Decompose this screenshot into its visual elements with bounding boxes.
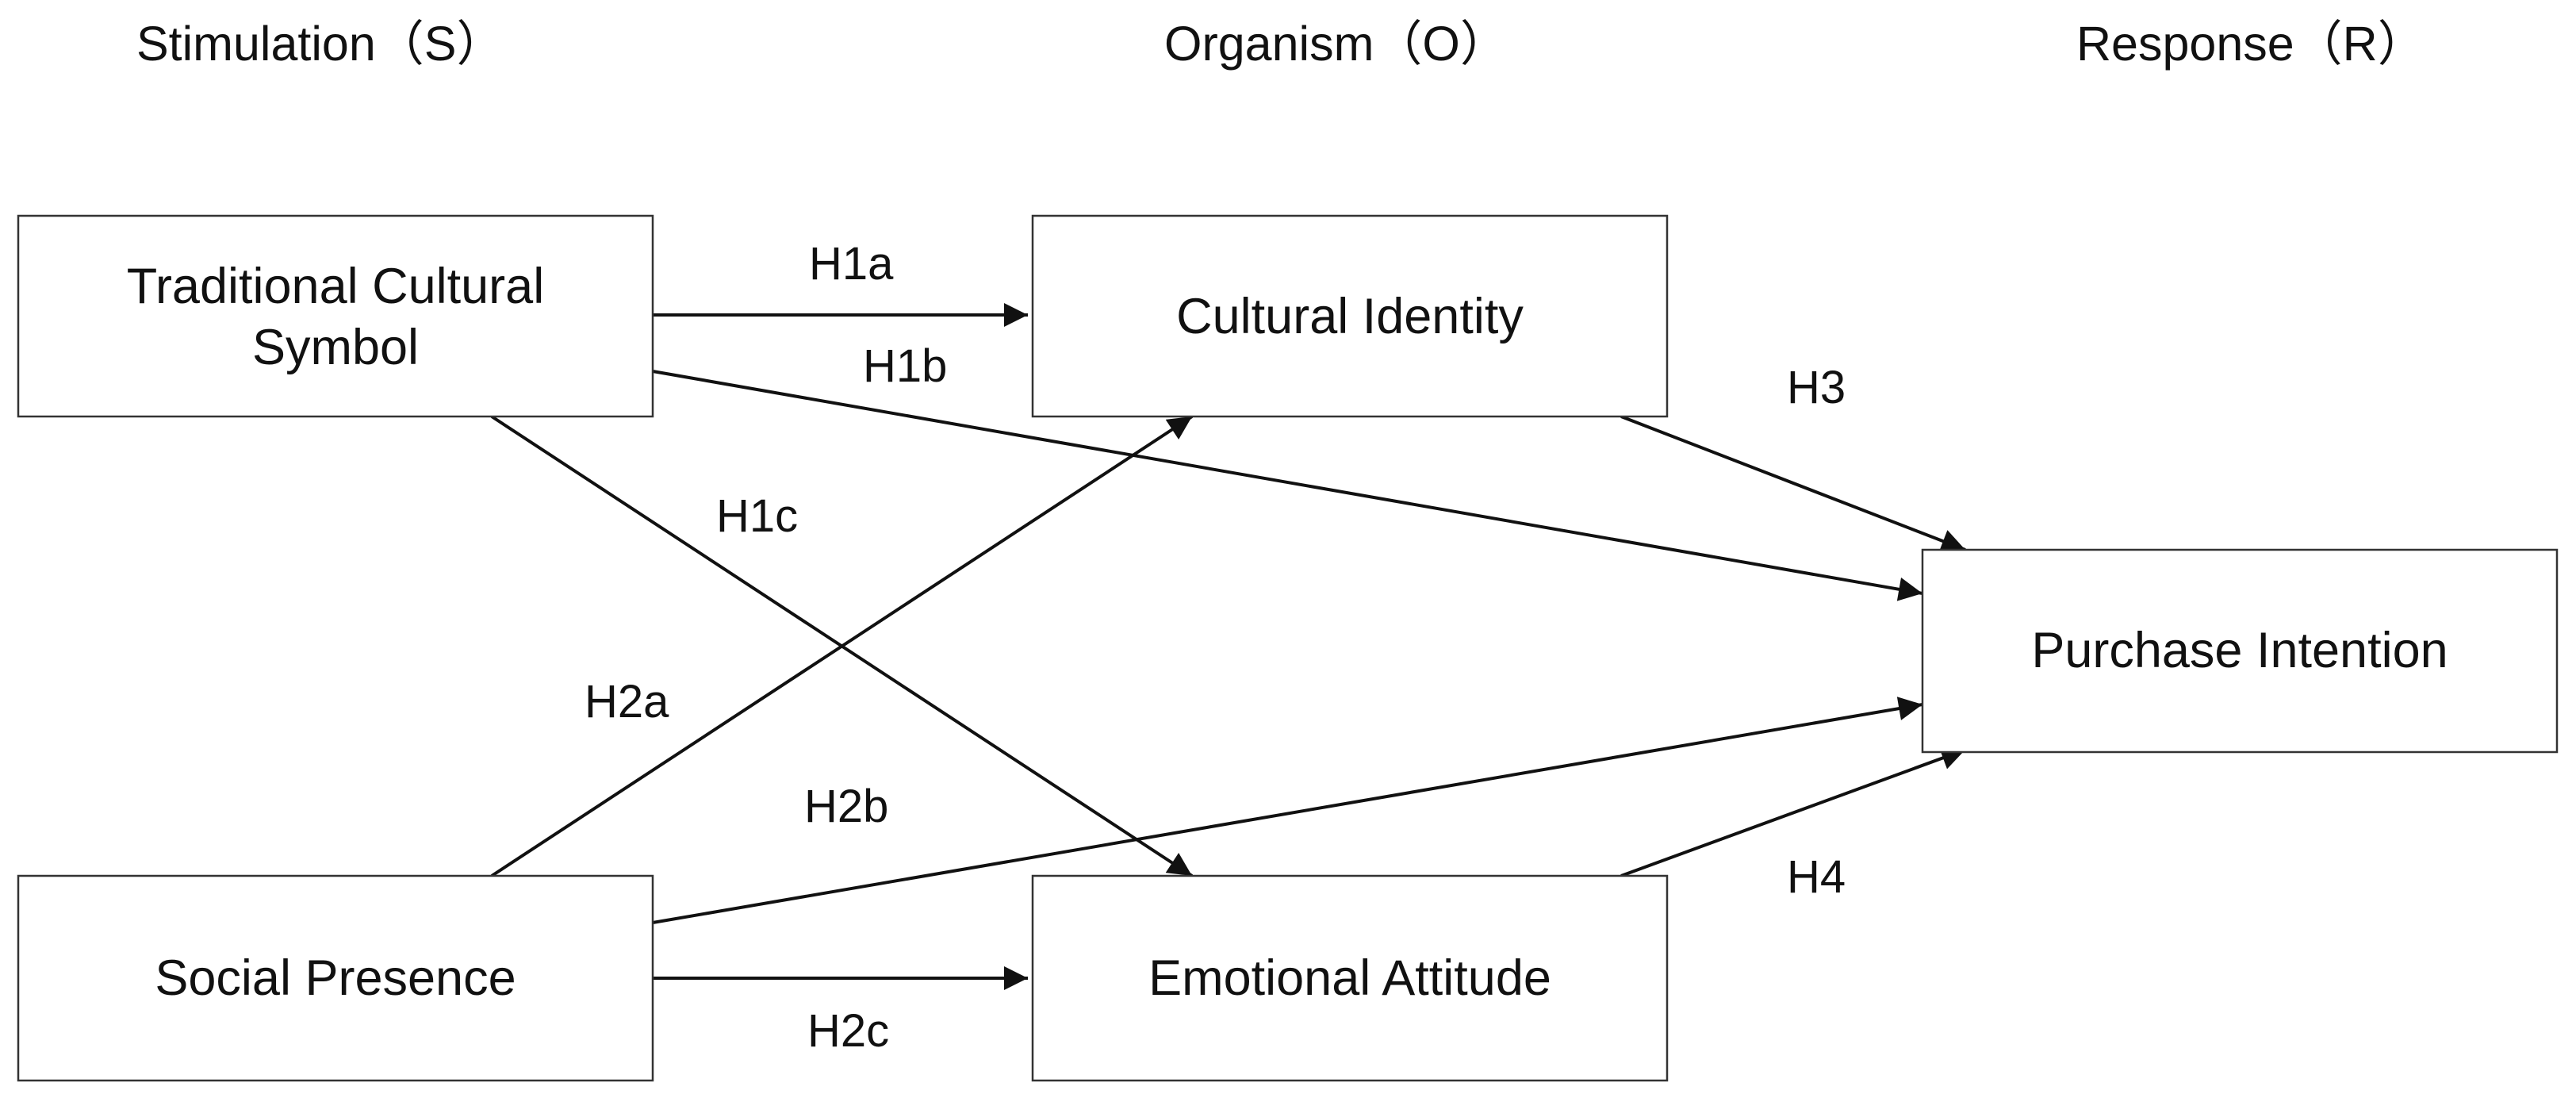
- arrow-h4: [1620, 747, 1966, 877]
- arrow-h1b: [652, 370, 1923, 601]
- hypothesis-label-h2c: H2c: [807, 1005, 889, 1057]
- arrows: [490, 303, 1966, 990]
- arrow-h2b: [652, 697, 1923, 924]
- hypothesis-label-h1c: H1c: [716, 490, 798, 542]
- hypothesis-label-h2b: H2b: [804, 781, 888, 832]
- box-label-cultural-identity: Cultural Identity: [1176, 289, 1524, 344]
- stage-label-organism: Organism（O）: [1164, 17, 1508, 71]
- hypothesis-label-h1a: H1a: [809, 238, 894, 290]
- stage-label-stimulation: Stimulation（S）: [136, 17, 504, 71]
- arrow-h3: [1620, 415, 1966, 553]
- box-emotional-attitude: Emotional Attitude: [1031, 874, 1669, 1082]
- box-label-emotional-attitude: Emotional Attitude: [1148, 950, 1551, 1006]
- hypothesis-label-h1b: H1b: [863, 340, 947, 392]
- hypothesis-label-h2a: H2a: [585, 676, 669, 727]
- box-cultural-identity: Cultural Identity: [1031, 214, 1669, 418]
- stage-label-response: Response（R）: [2076, 17, 2426, 71]
- box-label-social-presence: Social Presence: [155, 950, 516, 1006]
- hypothesis-label-h3: H3: [1787, 362, 1846, 413]
- box-purchase-intention: Purchase Intention: [1921, 548, 2559, 754]
- box-social-presence: Social Presence: [17, 874, 654, 1082]
- hypothesis-label-h4: H4: [1787, 851, 1846, 903]
- box-traditional-cultural-symbol: Traditional Cultural Symbol: [17, 214, 654, 418]
- box-label-purchase-intention: Purchase Intention: [2031, 623, 2448, 678]
- box-label-traditional-cultural-symbol-line2: Symbol: [252, 320, 419, 375]
- box-label-traditional-cultural-symbol-line1: Traditional Cultural: [127, 259, 544, 314]
- arrow-h2a: [490, 415, 1194, 877]
